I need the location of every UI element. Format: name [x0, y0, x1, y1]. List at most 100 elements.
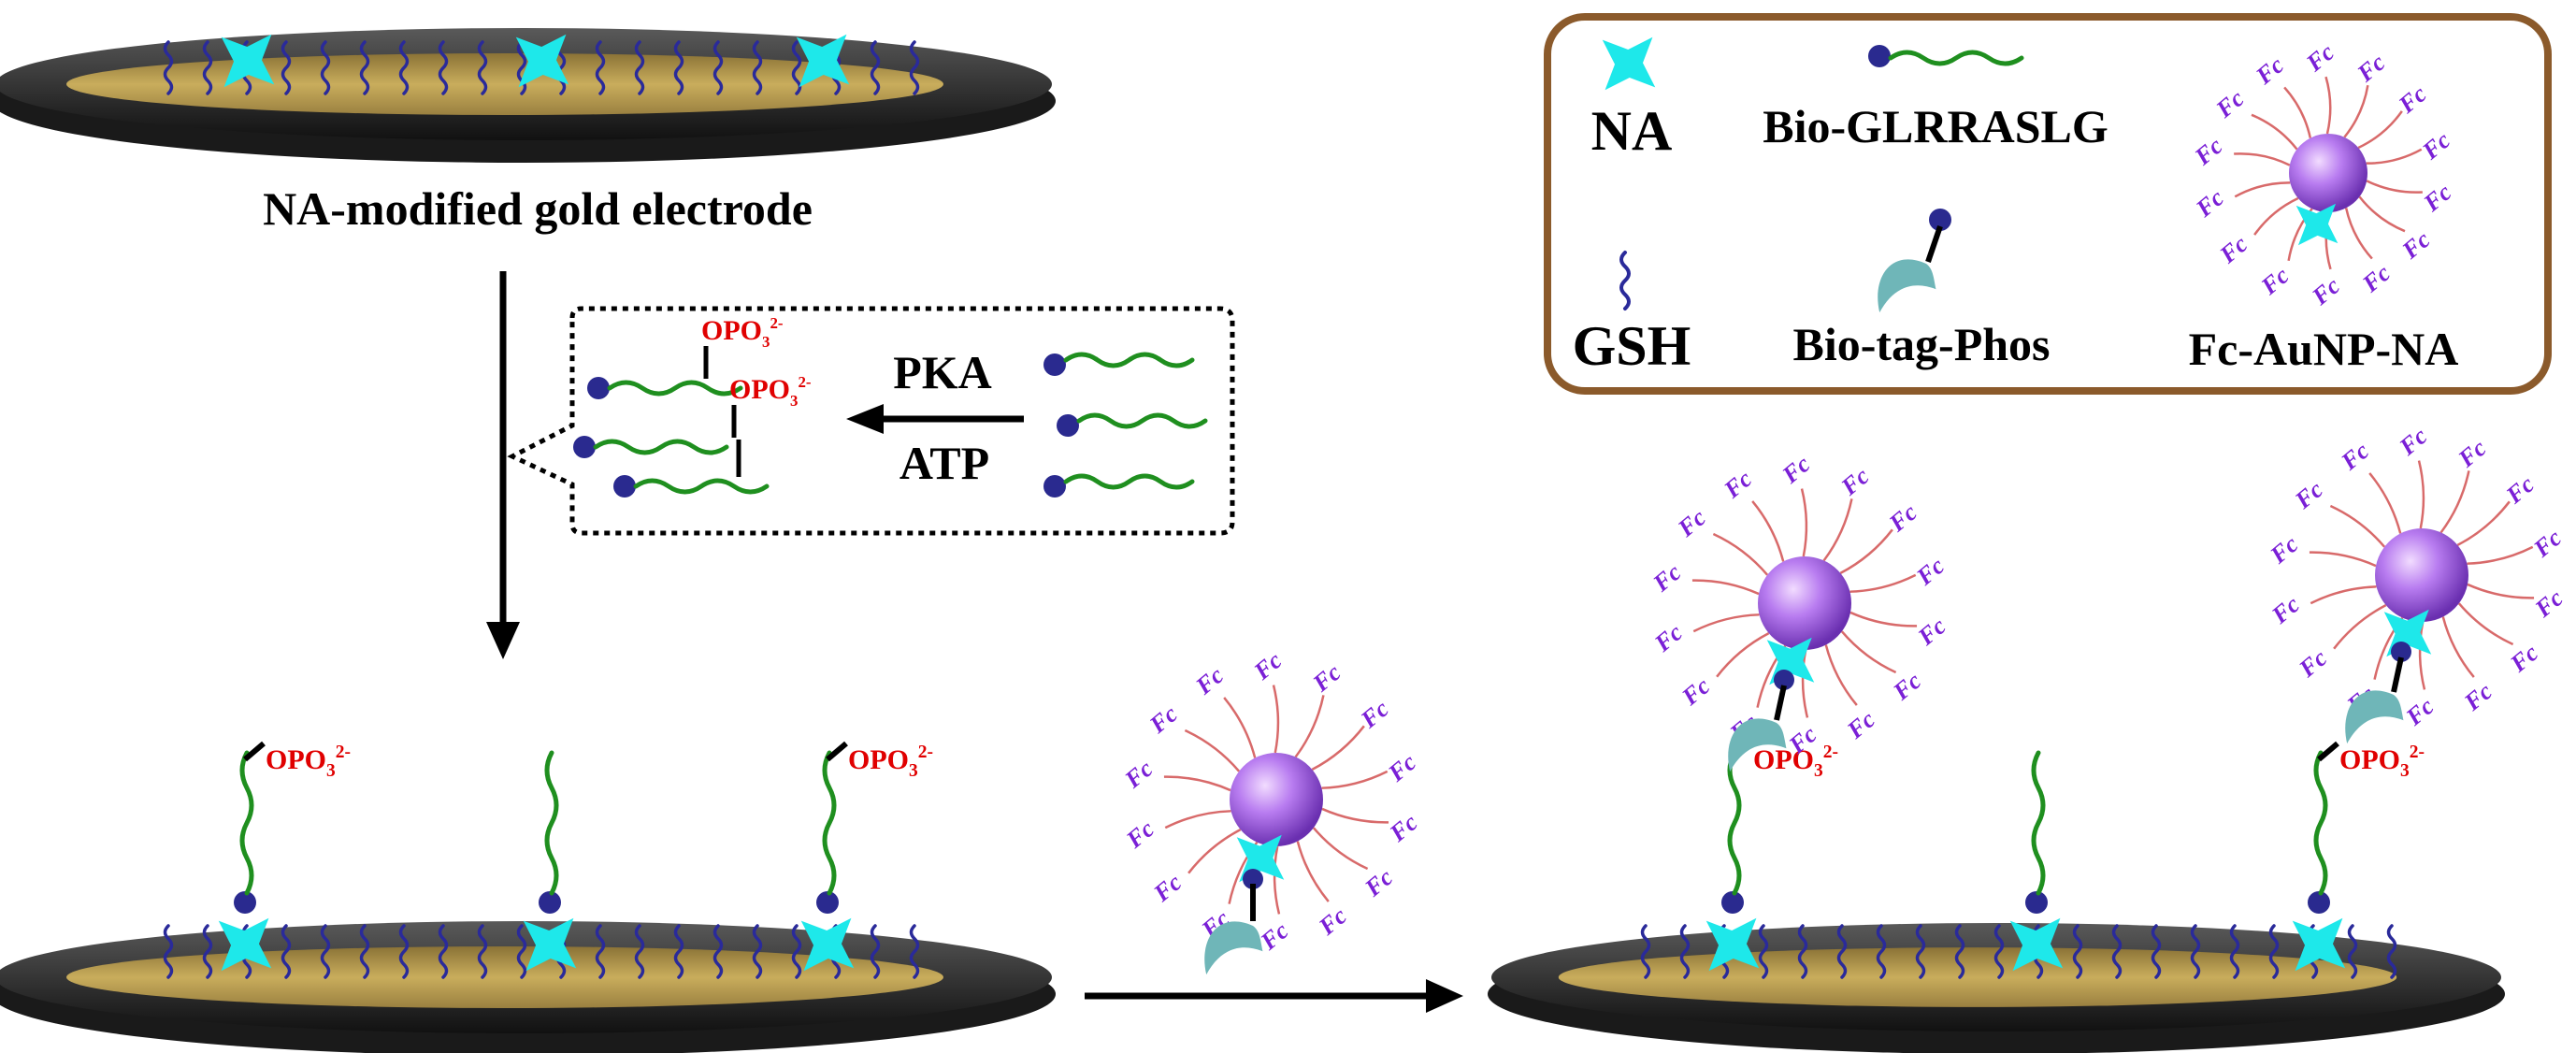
gsh-icon — [516, 924, 527, 979]
electrode-top — [0, 28, 1056, 163]
gsh-icon — [477, 40, 488, 95]
gsh-icon — [909, 924, 920, 979]
fc-label: Fc — [1777, 450, 1816, 489]
fc-label: Fc — [2336, 437, 2375, 476]
linker-icon — [2357, 110, 2403, 150]
gsh-icon — [202, 924, 213, 979]
biotin-dot-icon — [1043, 353, 1066, 376]
atp-label: ATP — [899, 437, 989, 489]
legend-tag-stem — [1925, 225, 1943, 263]
gsh-icon — [1758, 924, 1769, 979]
linker-icon — [2456, 500, 2511, 546]
na-star-icon — [523, 917, 577, 972]
gsh-icon — [320, 40, 331, 95]
gsh-icon — [634, 40, 645, 95]
gsh-icon — [752, 40, 763, 95]
gsh-icon — [202, 40, 213, 95]
legend-box — [1544, 13, 2552, 395]
fc-label: Fc — [1355, 695, 1394, 734]
biotin-dot-icon — [1774, 670, 1794, 690]
gsh-icon — [1876, 924, 1887, 979]
gsh-icon — [673, 40, 684, 95]
fc-label: Fc — [1148, 869, 1187, 908]
callout-peptides: OPO32-OPO32- — [573, 314, 1208, 498]
right-arrow — [1085, 979, 1463, 1013]
fc-label: Fc — [2529, 584, 2569, 624]
linker-icon — [1849, 573, 1917, 593]
peptide-icon — [822, 750, 837, 896]
linker-icon — [2324, 76, 2332, 135]
na-star-icon — [2009, 917, 2064, 972]
fc-label: Fc — [1648, 618, 1688, 657]
linker-icon — [1163, 775, 1231, 792]
linker-icon — [1800, 488, 1808, 557]
legend-na-icon — [1602, 36, 1656, 91]
gsh-icon — [712, 924, 724, 979]
linker-icon — [1187, 829, 1242, 874]
fc-label: Fc — [1248, 646, 1288, 685]
gsh-icon — [595, 40, 606, 95]
linker-icon — [2234, 152, 2291, 166]
linker-icon — [1273, 845, 1281, 915]
gsh-icon — [320, 924, 331, 979]
gsh-icon — [281, 40, 292, 95]
fc-label: Fc — [2394, 422, 2433, 461]
gold-nanoparticle-icon — [1230, 753, 1323, 846]
linker-icon — [2251, 113, 2298, 151]
linker-icon — [2283, 86, 2312, 138]
gold-nanoparticle-icon — [1758, 556, 1851, 650]
gsh-icon — [752, 924, 763, 979]
linker-icon — [2417, 460, 2425, 529]
fc-label: Fc — [1912, 613, 1951, 652]
linker-icon — [1294, 695, 1325, 758]
linker-icon — [1801, 649, 1809, 718]
fc-label: Fc — [1384, 809, 1423, 848]
gsh-icon — [438, 40, 449, 95]
peptide-icon — [2031, 750, 2046, 896]
tag-icon — [2345, 690, 2404, 744]
linker-icon — [1223, 697, 1257, 758]
gsh-icon — [909, 40, 920, 95]
fc-label: Fc — [1648, 558, 1687, 598]
gsh-icon — [673, 924, 684, 979]
na-star-icon — [221, 34, 275, 88]
linker-icon — [2366, 148, 2423, 165]
phosphate-bond — [243, 741, 266, 762]
reaction-arrow — [846, 404, 1024, 434]
fc-label: Fc — [1144, 700, 1183, 739]
gsh-icon — [1954, 924, 1965, 979]
legend-tag-label: Bio-tag-Phos — [1793, 318, 2051, 370]
gsh-icon — [438, 924, 449, 979]
tag-icon — [1878, 259, 1936, 313]
linker-icon — [1849, 611, 1918, 627]
fc-label: Fc — [2458, 677, 2497, 716]
fc-label: Fc — [1888, 667, 1927, 706]
linker-bond — [2391, 656, 2404, 693]
na-star-icon — [1705, 917, 1760, 972]
gsh-icon — [2190, 924, 2201, 979]
gold-surface — [1558, 947, 2397, 1007]
gsh-icon — [477, 924, 488, 979]
fc-label: Fc — [1190, 661, 1230, 700]
legend-peptide-label: Bio-GLRRASLG — [1763, 100, 2108, 152]
fc-label: Fc — [2289, 475, 2328, 514]
fc-label: Fc — [2527, 524, 2567, 563]
fc-label: Fc — [1841, 705, 1880, 744]
phosphorylation-callout — [507, 306, 1235, 536]
linker-icon — [1184, 728, 1241, 772]
peptide-icon — [607, 380, 743, 397]
linker-bond — [1774, 685, 1787, 721]
fc-label: Fc — [2400, 692, 2439, 731]
linker-icon — [2366, 180, 2423, 194]
legend-na-icon — [2295, 203, 2339, 246]
gsh-icon — [870, 40, 881, 95]
gsh-icon — [398, 40, 410, 95]
phosphate-label: OPO32- — [1753, 743, 1838, 781]
biotin-dot-icon — [1057, 414, 1079, 437]
linker-icon — [1311, 725, 1365, 771]
linker-icon — [1822, 498, 1853, 562]
phosphate-label: OPO32- — [729, 373, 812, 410]
fc-label: Fc — [1360, 863, 1399, 902]
